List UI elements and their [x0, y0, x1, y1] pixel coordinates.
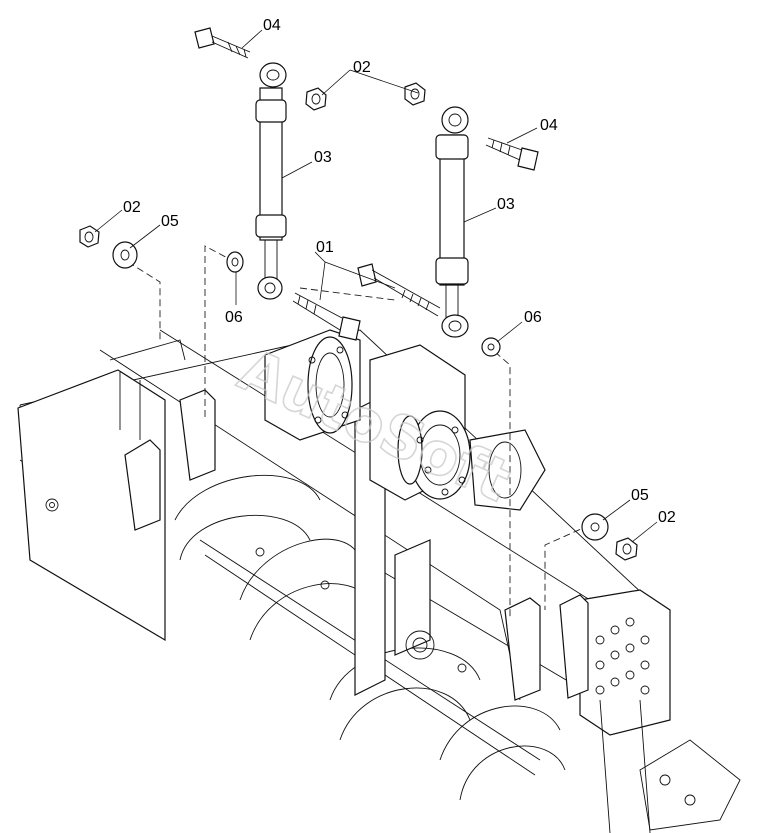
callout-04-top: 04: [263, 17, 281, 34]
callout-05-right: 05: [631, 487, 649, 504]
nut-02-right: [615, 537, 638, 561]
bolt-01-left: [292, 292, 361, 341]
washer-06-right: [481, 337, 501, 357]
callout-01: 01: [316, 239, 334, 256]
callout-06-right: 06: [524, 309, 542, 326]
callout-02-left: 02: [123, 199, 141, 216]
callout-05-left: 05: [161, 213, 179, 230]
callout-02-right: 02: [658, 509, 676, 526]
callout-03-right: 03: [497, 196, 515, 213]
cylinder-left: [255, 62, 287, 300]
nut-02-top-a: [305, 87, 327, 111]
callout-02-top: 02: [353, 59, 371, 76]
washer-06-left: [226, 251, 244, 273]
alignment-lines: [127, 245, 591, 620]
bolt-04-right: [485, 137, 539, 171]
callout-03-left: 03: [314, 149, 332, 166]
bolt-04-top: [194, 27, 251, 59]
nut-02-left: [79, 225, 100, 248]
washer-05-right: [581, 513, 609, 541]
nut-02-top-b: [404, 82, 426, 106]
machine-frame: [17, 329, 741, 833]
leader-lines: [94, 29, 658, 543]
cylinder-right: [435, 106, 469, 338]
callout-04-right: 04: [540, 117, 558, 134]
bolt-01-right: [357, 263, 441, 317]
gear-motor-unit: [264, 329, 546, 511]
washer-05-left: [112, 241, 138, 269]
callout-labels: 04 02 04 03 03 02 05 01 06 06 05 02: [123, 17, 676, 526]
callout-06-left: 06: [225, 309, 243, 326]
